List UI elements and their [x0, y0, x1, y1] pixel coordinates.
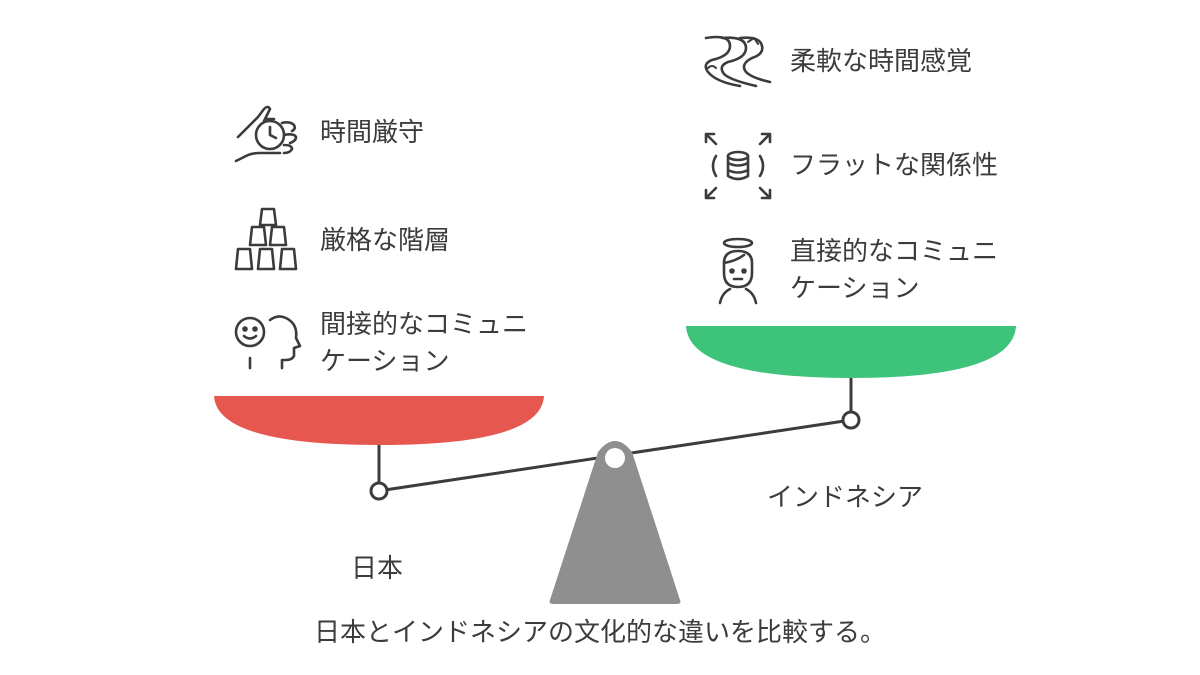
left-item-hierarchy: 厳格な階層: [230, 203, 550, 279]
left-side-label: 日本: [351, 554, 404, 584]
right-item-label: 直接的なコミュニケーション: [790, 237, 999, 304]
stopwatch-hand-icon: [234, 105, 298, 163]
person-with-halo-icon: [718, 237, 758, 305]
left-item-label: 厳格な階層: [320, 225, 451, 256]
stacked-cups-pyramid-icon: [234, 207, 298, 271]
right-item-label: フラットな関係性: [790, 150, 999, 181]
smiling-head-profile-icon: [234, 315, 302, 370]
left-item-indirect-communication: 間接的なコミュニケーション: [230, 306, 550, 382]
fulcrum-pivot: [605, 448, 625, 468]
right-side-label: インドネシア: [767, 483, 924, 513]
scale-fulcrum: [549, 441, 681, 604]
right-item-flat-relationships: フラットな関係性: [700, 128, 1020, 204]
right-item-label: 柔軟な時間感覚: [790, 46, 973, 77]
left-item-label: 時間厳守: [320, 117, 425, 148]
right-item-flexible-time: 柔軟な時間感覚: [700, 24, 1020, 100]
left-item-punctuality: 時間厳守: [230, 95, 550, 171]
winding-river-icon: [704, 35, 772, 88]
right-pan: [686, 326, 1016, 378]
left-pan: [214, 396, 544, 445]
left-item-label: 間接的なコミュニケーション: [320, 310, 529, 377]
diagram-caption: 日本とインドネシアの文化的な違いを比較する。: [313, 618, 886, 648]
database-expand-arrows-icon: [704, 132, 772, 200]
left-pan-joint: [369, 481, 389, 501]
right-pan-joint: [841, 410, 861, 430]
right-item-direct-communication: 直接的なコミュニケーション: [700, 233, 1020, 309]
